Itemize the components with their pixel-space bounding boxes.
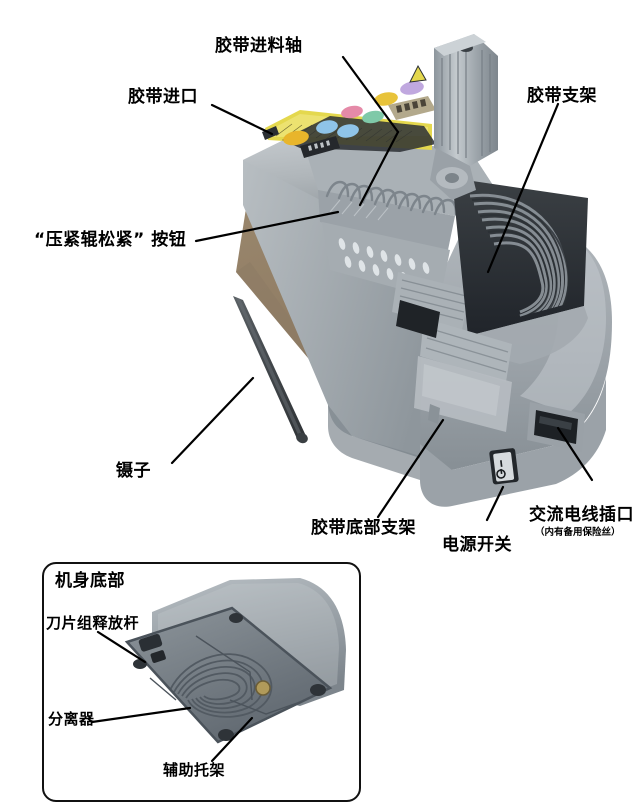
tweezers <box>233 296 308 444</box>
line-tape-feed-shaft <box>341 55 400 134</box>
line-ac-socket <box>556 426 594 482</box>
line-tape-feed-shaft-2 <box>358 130 400 207</box>
tape-feed-comb <box>318 180 470 330</box>
table-surface <box>236 146 455 432</box>
tape-reel-well <box>452 178 588 364</box>
control-panel <box>262 64 436 158</box>
button-yellow-right <box>374 92 398 106</box>
warning-triangle-icon <box>409 64 427 83</box>
inset-callout-auxiliary-bracket: 辅助托架 <box>163 761 226 779</box>
inset-title: 机身底部 <box>55 571 125 591</box>
tape-bottom-bracket <box>396 300 512 432</box>
callout-tape-bottom-bracket: 胶带底部支架 <box>311 518 416 538</box>
button-blue-2 <box>337 124 359 138</box>
callout-press-roller-button: “压紧辊松紧” 按钮 <box>34 230 187 250</box>
tape-inlet-slot <box>262 126 279 140</box>
callout-ac-socket: 交流电线插口 <box>529 505 634 525</box>
callout-tape-bracket: 胶带支架 <box>527 86 597 106</box>
button-green <box>362 110 384 124</box>
press-roller-plate <box>392 272 470 330</box>
tape-dispenser-body <box>243 132 612 507</box>
line-tape-bottom-bracket <box>376 418 445 519</box>
callout-tweezers: 镊子 <box>116 461 151 481</box>
button-blue-1 <box>316 120 338 134</box>
power-switch: I <box>489 448 519 485</box>
callout-tape-inlet: 胶带进口 <box>128 87 198 107</box>
button-pink <box>341 105 363 119</box>
ac-socket <box>527 402 585 452</box>
line-press-roller <box>194 210 340 243</box>
callout-tape-feed-shaft: 胶带进料轴 <box>215 36 303 56</box>
tape-bracket-post <box>430 34 498 200</box>
line-tape-inlet <box>210 103 274 136</box>
control-buttons <box>283 81 424 146</box>
callout-ac-socket-note: （内有备用保险丝） <box>535 527 621 538</box>
button-yellow-left <box>283 130 309 146</box>
inset-callout-blade-release-lever: 刀片组释放杆 <box>46 614 140 632</box>
callout-lines <box>170 55 594 522</box>
button-purple <box>400 81 424 95</box>
svg-text:I: I <box>499 460 504 470</box>
line-power-switch <box>485 485 505 522</box>
callout-power-switch: 电源开关 <box>442 535 512 555</box>
brand-plate <box>300 136 340 158</box>
line-tape-bracket <box>486 102 560 274</box>
inset-callout-separator: 分离器 <box>48 710 95 728</box>
line-tweezers <box>170 376 255 465</box>
display-window <box>388 96 436 120</box>
